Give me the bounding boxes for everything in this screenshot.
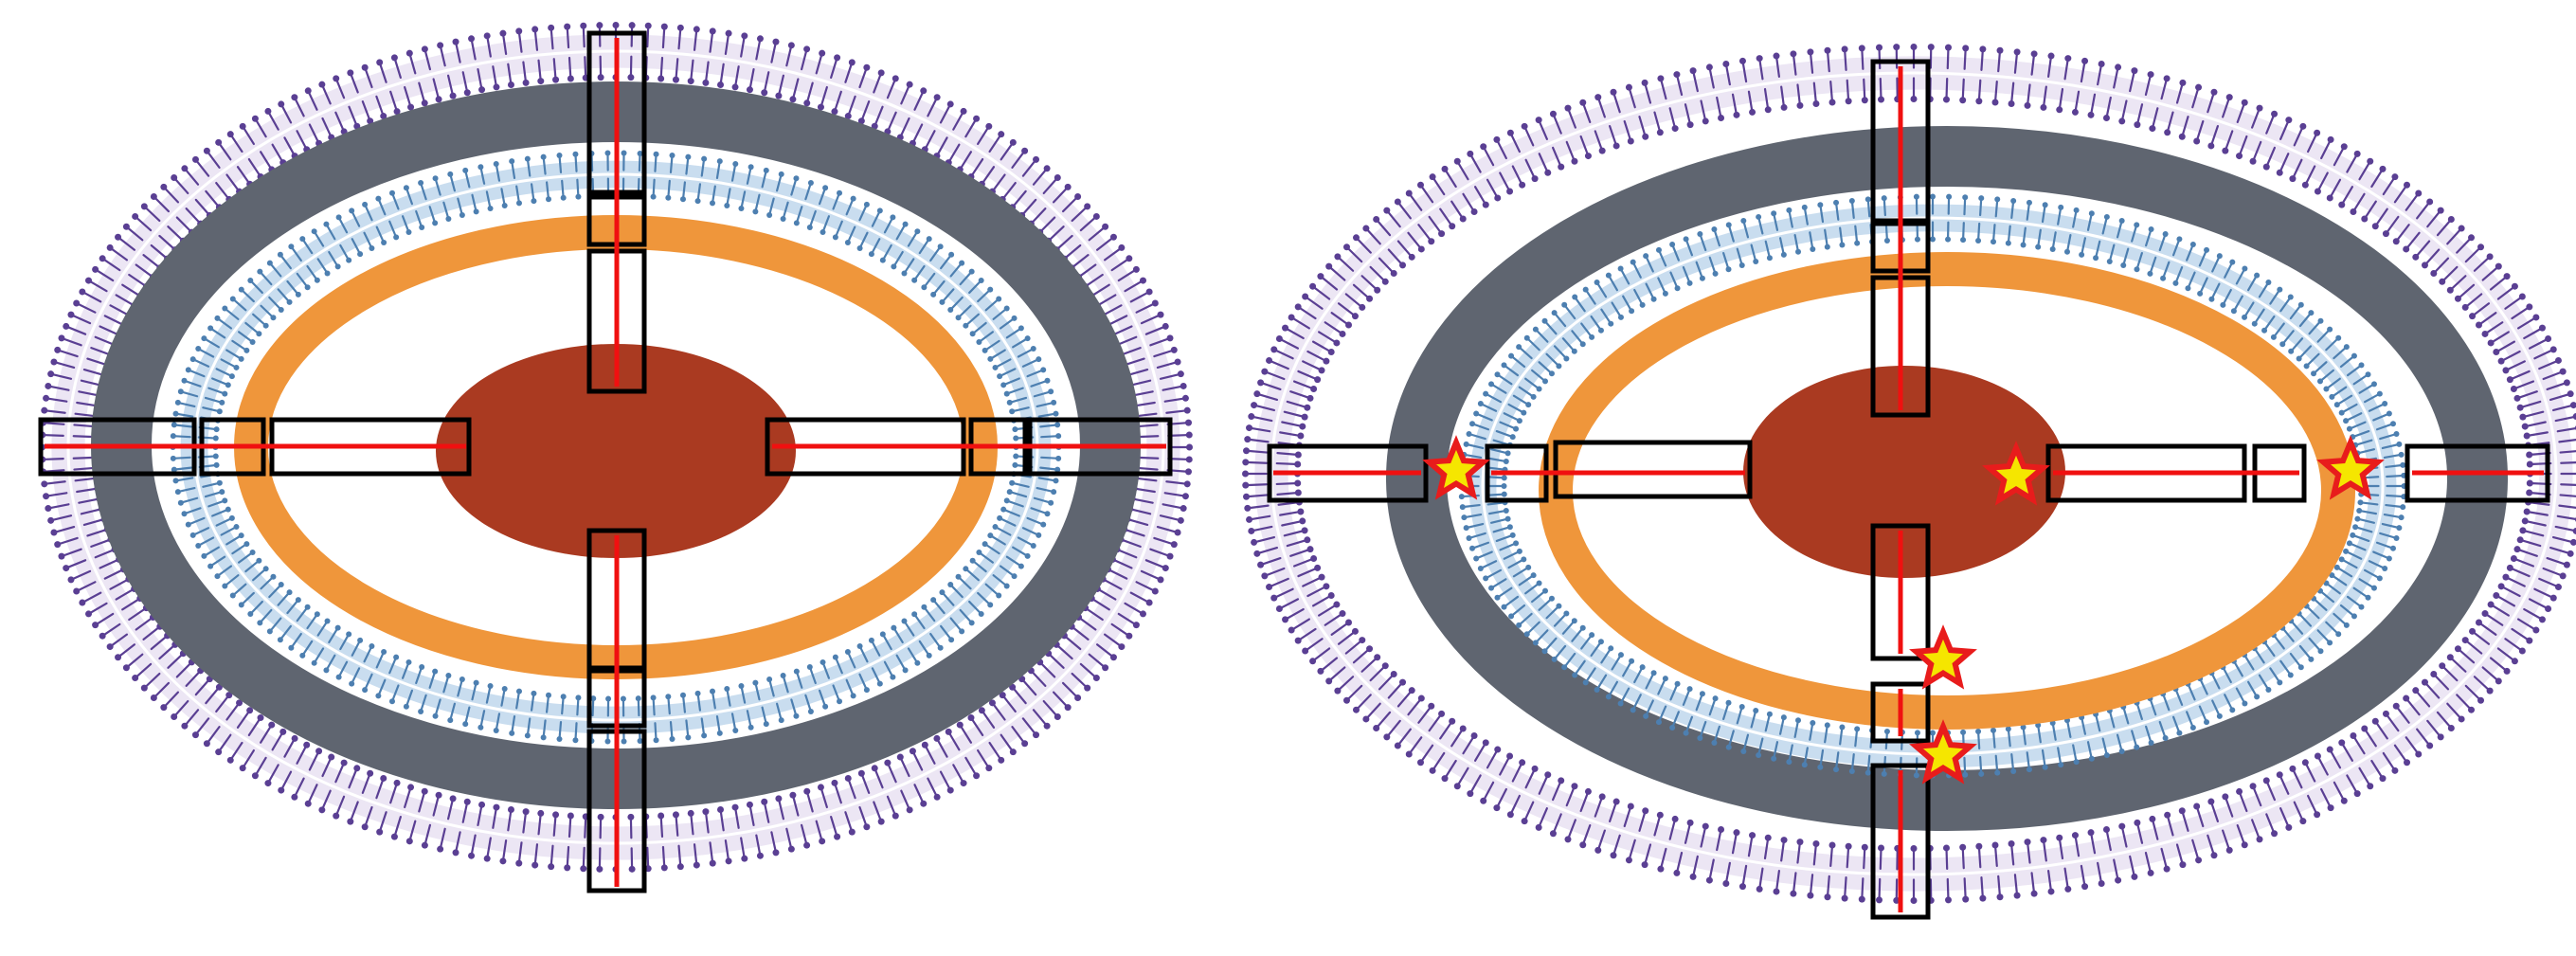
outer-double-membrane-outer-leaflet [1242,44,2576,904]
gray-band [1386,126,2508,831]
nucleus [436,344,796,558]
outer-double-membrane-outer-leaflet [39,22,1193,873]
nucleus [1743,366,2065,578]
star-marker-left [1422,435,1490,500]
channel-group [1267,59,2550,920]
star-marker-bottom-outer [1909,719,1977,785]
star-marker-nucleus-right [1982,441,2050,506]
inner-double-membrane-outer-leaflet [170,150,1062,745]
outer-double-membrane [1242,44,2576,904]
misalignment-markers [1422,435,2385,785]
star-marker-bottom-inner [1909,624,1977,690]
channel-box-bottom-outer [1870,763,1931,920]
left-panel-aligned-channels [38,22,1193,893]
star-marker-right [2316,435,2385,500]
inner-double-membrane-inner-leaflet [197,177,1035,717]
channel-box-bottom-inner [1870,523,1931,661]
channel-box-bottom-mid [1870,681,1931,744]
channel-box-left-inner [1553,440,1753,499]
inner-double-membrane-outer-leaflet [1458,193,2407,779]
outer-double-membrane-inner-leaflet [1275,77,2552,871]
channel-box-right-outer [2405,443,2550,503]
channel-group [38,30,1173,893]
channel-box-left-outer [1267,443,1429,503]
right-panel-misaligned-channels [1242,44,2576,920]
